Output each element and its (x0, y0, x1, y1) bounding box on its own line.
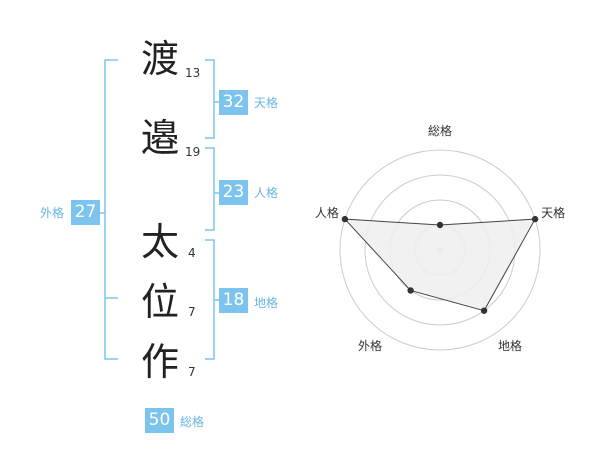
name-char-5: 作 (141, 340, 180, 384)
radar-point-3 (480, 307, 488, 314)
radar-point-4 (407, 287, 414, 294)
name-char-2: 邉 (141, 116, 180, 160)
soukaku-value-badge: 50 (145, 408, 174, 433)
radar-axis-label-1: 総格 (428, 124, 453, 138)
jinkaku-label: 人格 (254, 186, 279, 200)
soukaku-label: 総格 (180, 415, 205, 429)
stroke-count-2: 19 (185, 145, 201, 159)
radar-point-5 (341, 215, 349, 223)
radar-point-2 (531, 215, 539, 223)
radar-grid-ring-4 (339, 149, 541, 351)
radar-polygon (343, 218, 536, 312)
radar-shape (341, 215, 539, 314)
chikaku-value-badge: 18 (219, 288, 248, 313)
radar-point-1 (436, 221, 444, 229)
name-char-1: 渡 (141, 37, 180, 81)
name-char-4: 位 (141, 280, 180, 324)
stroke-count-1: 13 (185, 66, 201, 80)
tenkaku-value-badge: 32 (219, 90, 248, 115)
gaikaku-value-badge: 27 (71, 200, 100, 225)
name-char-3: 太 (141, 220, 180, 264)
stroke-count-5: 7 (188, 365, 196, 379)
gaikaku-label: 外格 (40, 206, 65, 220)
radar-axis-label-3: 地格 (497, 339, 522, 354)
stroke-count-3: 4 (188, 246, 196, 260)
jinkaku-value-badge: 23 (219, 180, 248, 205)
radar-axis-label-5: 人格 (314, 206, 339, 221)
radar-axis-label-4: 外格 (358, 339, 383, 354)
tenkaku-label: 天格 (254, 96, 279, 110)
radar-axis-label-2: 天格 (541, 206, 566, 221)
chikaku-label: 地格 (254, 296, 279, 310)
stroke-count-4: 7 (188, 305, 196, 319)
